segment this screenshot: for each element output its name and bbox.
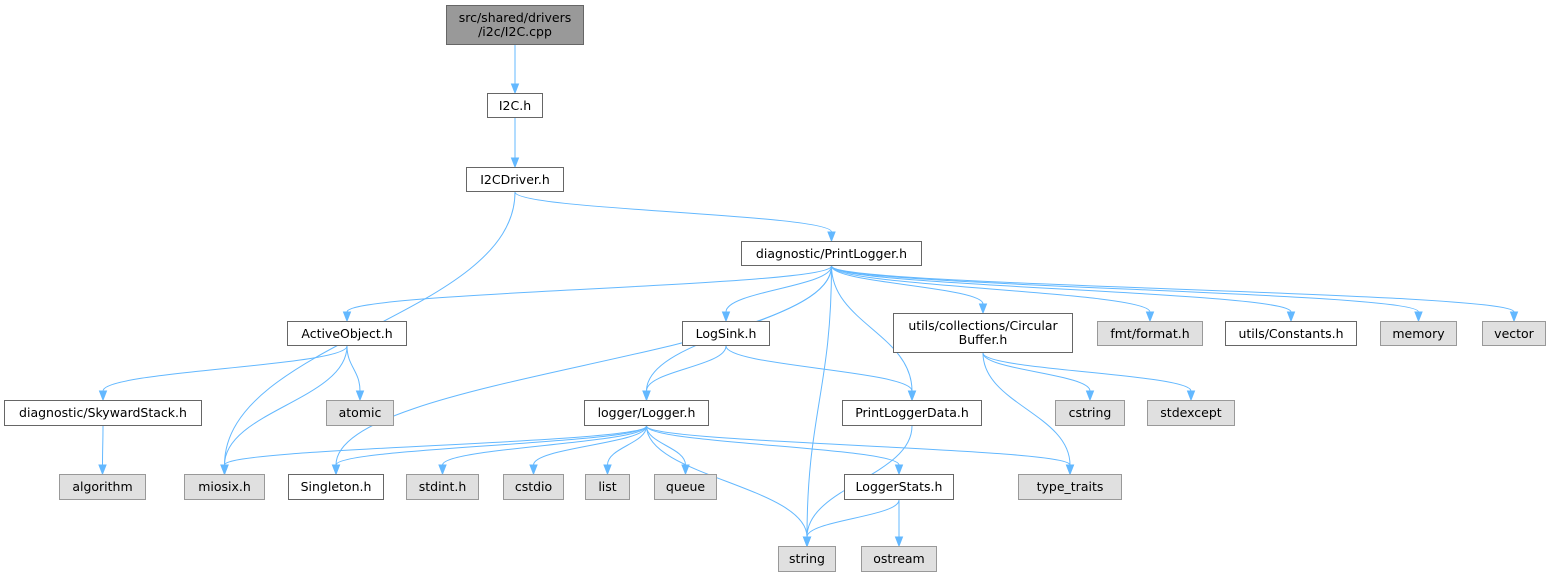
edge-circularbuffer_h-to-cstring bbox=[982, 352, 1091, 392]
edge-logger_h-to-loggerstats_h bbox=[646, 425, 900, 466]
edge-printlogger_h-to-circularbuffer_h bbox=[831, 265, 984, 305]
edge-arrowhead-circularbuffer_h-to-cstring bbox=[1085, 390, 1095, 402]
edge-arrowhead-logger_h-to-stdint_h bbox=[438, 464, 447, 476]
edge-arrowhead-printlogger_h-to-fmt_format_h bbox=[1145, 311, 1155, 323]
edge-arrowhead-activeobject_h-to-atomic bbox=[355, 390, 365, 402]
edge-i2cdriver_h-to-printlogger_h bbox=[514, 191, 832, 233]
edge-printlogger_h-to-printloggerdata_h bbox=[831, 265, 913, 392]
edge-arrowhead-logger_h-to-type_traits bbox=[1065, 464, 1075, 476]
edge-printlogger_h-to-string bbox=[806, 265, 832, 538]
node-logsink-h[interactable]: LogSink.h bbox=[682, 321, 770, 346]
edge-arrowhead-printlogger_h-to-logsink_h bbox=[721, 311, 731, 323]
node-root-line1: src/shared/drivers bbox=[458, 10, 572, 25]
node-memory: memory bbox=[1380, 321, 1457, 346]
node-printlogger-h[interactable]: diagnostic/PrintLogger.h bbox=[741, 241, 922, 266]
edge-activeobject_h-to-miosix_h bbox=[224, 345, 348, 466]
edge-arrowhead-root-to-i2c_h bbox=[510, 83, 520, 95]
node-loggerstats-h[interactable]: LoggerStats.h bbox=[844, 474, 954, 500]
edge-arrowhead-logger_h-to-queue bbox=[681, 464, 690, 476]
edge-logger_h-to-string bbox=[646, 425, 808, 538]
node-skywardstack-h[interactable]: diagnostic/SkywardStack.h bbox=[4, 400, 202, 426]
edge-printlogger_h-to-logsink_h bbox=[725, 265, 832, 313]
edge-arrowhead-logger_h-to-list bbox=[603, 464, 612, 476]
node-ostream: ostream bbox=[861, 546, 937, 572]
edge-circularbuffer_h-to-stdexcept bbox=[982, 352, 1192, 392]
node-string: string bbox=[778, 546, 836, 572]
node-logger-h[interactable]: logger/Logger.h bbox=[584, 400, 709, 426]
edge-logger_h-to-singleton_h bbox=[335, 425, 647, 466]
node-root-line2: /i2c/I2C.cpp bbox=[478, 24, 552, 39]
node-stdexcept: stdexcept bbox=[1147, 400, 1235, 426]
node-algorithm: algorithm bbox=[59, 474, 146, 500]
edge-printlogger_h-to-fmt_format_h bbox=[831, 265, 1151, 313]
node-cstring: cstring bbox=[1055, 400, 1125, 426]
edge-arrowhead-skywardstack_h-to-algorithm bbox=[98, 464, 107, 476]
node-fmt-format-h: fmt/format.h bbox=[1097, 321, 1203, 346]
edge-arrowhead-logsink_h-to-logger_h bbox=[642, 390, 651, 402]
node-vector: vector bbox=[1482, 321, 1546, 346]
edge-logger_h-to-miosix_h bbox=[224, 425, 647, 466]
edge-arrowhead-loggerstats_h-to-string bbox=[802, 536, 812, 548]
edge-logger_h-to-list bbox=[607, 425, 647, 466]
node-stdint-h: stdint.h bbox=[406, 474, 479, 500]
node-activeobject-h[interactable]: ActiveObject.h bbox=[287, 321, 407, 346]
edge-arrowhead-i2cdriver_h-to-printlogger_h bbox=[827, 231, 836, 243]
edge-arrowhead-circularbuffer_h-to-stdexcept bbox=[1186, 390, 1196, 402]
edge-arrowhead-printlogger_h-to-vector bbox=[1509, 311, 1519, 323]
edge-arrowhead-printlogger_h-to-memory bbox=[1414, 311, 1423, 323]
node-circularbuffer-line2: Buffer.h bbox=[958, 332, 1008, 347]
edge-arrowhead-printlogger_h-to-circularbuffer_h bbox=[978, 303, 988, 315]
edge-printlogger_h-to-vector bbox=[831, 265, 1515, 313]
node-cstdio: cstdio bbox=[503, 474, 564, 500]
edge-arrowhead-logger_h-to-miosix_h bbox=[220, 464, 229, 476]
edge-arrowhead-printlogger_h-to-activeobject_h bbox=[342, 311, 352, 323]
edge-arrowhead-logger_h-to-singleton_h bbox=[331, 464, 341, 476]
node-root: src/shared/drivers/i2c/I2C.cpp bbox=[446, 5, 584, 45]
edge-skywardstack_h-to-algorithm bbox=[102, 425, 104, 466]
node-i2c-h[interactable]: I2C.h bbox=[487, 93, 543, 118]
edge-printlogger_h-to-singleton_h bbox=[335, 265, 832, 466]
node-i2cdriver-h[interactable]: I2CDriver.h bbox=[466, 167, 564, 192]
edge-loggerstats_h-to-string bbox=[806, 499, 900, 538]
edge-arrowhead-logger_h-to-loggerstats_h bbox=[894, 464, 904, 476]
edge-activeobject_h-to-skywardstack_h bbox=[102, 345, 348, 392]
edge-arrowhead-printlogger_h-to-constants_h bbox=[1286, 311, 1296, 323]
edge-activeobject_h-to-atomic bbox=[346, 345, 361, 392]
edge-logger_h-to-stdint_h bbox=[442, 425, 647, 466]
edge-logsink_h-to-logger_h bbox=[646, 345, 727, 392]
edge-logger_h-to-queue bbox=[646, 425, 686, 466]
edge-logger_h-to-type_traits bbox=[646, 425, 1071, 466]
edge-printlogger_h-to-activeobject_h bbox=[346, 265, 832, 313]
edge-arrowhead-logger_h-to-cstdio bbox=[529, 464, 538, 476]
edge-logger_h-to-cstdio bbox=[533, 425, 647, 466]
node-singleton-h[interactable]: Singleton.h bbox=[288, 474, 384, 500]
node-atomic: atomic bbox=[326, 400, 394, 426]
edge-arrowhead-activeobject_h-to-skywardstack_h bbox=[98, 390, 108, 402]
edge-arrowhead-i2c_h-to-i2cdriver_h bbox=[510, 157, 520, 169]
node-printloggerdata-h[interactable]: PrintLoggerData.h bbox=[842, 400, 982, 426]
edge-printlogger_h-to-memory bbox=[831, 265, 1419, 313]
edge-arrowhead-logsink_h-to-printloggerdata_h bbox=[907, 390, 917, 402]
edge-logsink_h-to-printloggerdata_h bbox=[725, 345, 913, 392]
node-miosix-h: miosix.h bbox=[184, 474, 265, 500]
node-constants-h[interactable]: utils/Constants.h bbox=[1225, 321, 1357, 346]
edge-arrowhead-loggerstats_h-to-ostream bbox=[894, 536, 904, 548]
node-type-traits: type_traits bbox=[1018, 474, 1122, 500]
node-queue: queue bbox=[654, 474, 717, 500]
node-list: list bbox=[585, 474, 630, 500]
edge-circularbuffer_h-to-type_traits bbox=[982, 352, 1071, 466]
node-circularbuffer-line1: utils/collections/Circular bbox=[908, 318, 1058, 333]
edge-printlogger_h-to-constants_h bbox=[831, 265, 1292, 313]
